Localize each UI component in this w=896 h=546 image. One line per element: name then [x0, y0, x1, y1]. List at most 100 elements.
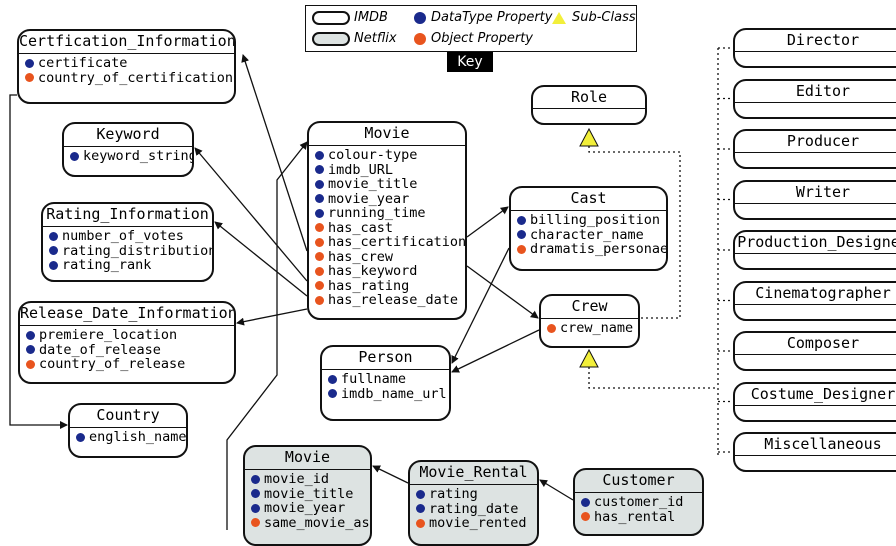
class-title: Crew	[541, 296, 638, 319]
datatype-property-icon	[328, 389, 337, 399]
property-name: country_of_certification	[38, 69, 234, 86]
class-title: Production_Designer	[735, 232, 896, 254]
class-composer: Composer	[733, 331, 896, 371]
datatype-property-icon	[26, 345, 35, 355]
property-name: certificate	[38, 55, 128, 71]
object-property-icon	[315, 295, 324, 305]
property-name: rating_distribution	[62, 242, 214, 259]
property-has-keyword: has_keyword	[315, 264, 459, 279]
class-title: Release_Date_Information	[20, 303, 234, 326]
object-property-icon	[414, 32, 426, 45]
property-name: movie_rented	[429, 515, 527, 531]
property-character-name: character_name	[517, 227, 660, 243]
datatype-property-icon	[315, 194, 324, 204]
datatype-property-icon	[517, 230, 526, 240]
datatype-property-icon	[76, 432, 85, 442]
class-country: Country english_name	[68, 403, 188, 458]
property-country-of-certification: country_of_certification	[25, 70, 233, 86]
object-property-icon	[315, 237, 324, 247]
property-running-time: running_time	[315, 206, 459, 221]
property-keyword-string: keyword_string	[70, 149, 192, 164]
object-property-icon	[315, 223, 324, 233]
property-name: has_release_date	[328, 292, 459, 308]
property-premiere-location: premiere_location	[26, 328, 228, 343]
property-imdb-URL: imdb_URL	[315, 161, 459, 178]
class-costume-designer: Costume_Designer	[733, 381, 896, 422]
property-colour-type: colour-type	[315, 148, 459, 163]
property-crew-name: crew_name	[547, 321, 633, 336]
property-name: running_time	[328, 205, 426, 221]
class-title: Country	[70, 405, 186, 428]
property-list: crew_name	[541, 319, 638, 336]
property-list: keyword_string	[64, 147, 192, 164]
crew-name-edge	[451, 329, 540, 373]
class-title: Writer	[735, 182, 896, 204]
property-name: movie_year	[328, 190, 410, 207]
key-imdb-label: IMDB	[354, 10, 388, 25]
property-name: movie_title	[264, 485, 354, 502]
property-movie-title: movie_title	[251, 485, 364, 502]
property-name: imdb_URL	[328, 161, 394, 178]
property-has-cast: has_cast	[315, 219, 459, 236]
property-rating-rank: rating_rank	[49, 258, 206, 273]
datatype-property-icon	[25, 58, 34, 68]
object-property-icon	[26, 359, 35, 369]
has-certification-edge	[241, 54, 308, 252]
subclass-triangle-icon	[579, 127, 599, 147]
property-name: has_certification	[328, 234, 467, 250]
class-writer: Writer	[733, 179, 896, 220]
property-certificate: certificate	[25, 56, 228, 71]
key-datatype: DataType Property	[414, 10, 552, 25]
class-title: Cinematographer	[735, 283, 896, 305]
object-property-icon	[315, 266, 324, 276]
key-legend: IMDB Netflix DataType Property Object Pr…	[305, 5, 637, 52]
class-production-designer: Production_Designer	[733, 230, 896, 270]
movie-rented-edge	[372, 465, 409, 484]
property-name: rating	[429, 486, 478, 502]
property-name: customer_id	[594, 494, 684, 510]
property-movie-rented: movie_rented	[416, 516, 531, 531]
property-number-of-votes: number_of_votes	[49, 229, 206, 244]
property-name: country_of_release	[39, 356, 186, 372]
class-keyword: Keyword keyword_string	[62, 122, 194, 177]
class-title: Director	[735, 30, 896, 52]
property-name: has_cast	[328, 219, 394, 236]
property-name: billing_position	[530, 212, 661, 228]
class-title: Movie	[245, 447, 370, 470]
property-name: premiere_location	[39, 327, 178, 343]
property-name: rating_rank	[62, 257, 152, 273]
datatype-property-icon	[251, 474, 260, 484]
key-title: Key	[447, 52, 493, 72]
object-property-icon	[25, 73, 34, 83]
datatype-property-icon	[328, 374, 337, 384]
class-title: Cast	[511, 188, 666, 211]
key-datatype-label: DataType Property	[431, 10, 553, 25]
object-property-icon	[547, 323, 556, 333]
class-release-date-information: Release_Date_Information premiere_locati…	[18, 301, 236, 384]
property-same-movie-as: same_movie_as	[251, 515, 370, 531]
class-title: Composer	[735, 333, 896, 355]
property-name: has_keyword	[328, 263, 418, 279]
property-movie-title: movie_title	[315, 177, 459, 192]
property-name: fullname	[341, 371, 407, 387]
datatype-property-icon	[251, 503, 260, 513]
property-rating-distribution: rating_distribution	[49, 243, 212, 259]
property-has-release-date: has_release_date	[315, 293, 459, 308]
property-country-of-release: country_of_release	[26, 357, 228, 372]
key-object-label: Object Property	[431, 31, 533, 46]
class-producer: Producer	[733, 129, 896, 169]
datatype-property-icon	[315, 179, 324, 189]
class-cinematographer: Cinematographer	[733, 280, 896, 321]
datatype-property-icon	[315, 208, 324, 218]
datatype-property-icon	[70, 151, 79, 161]
